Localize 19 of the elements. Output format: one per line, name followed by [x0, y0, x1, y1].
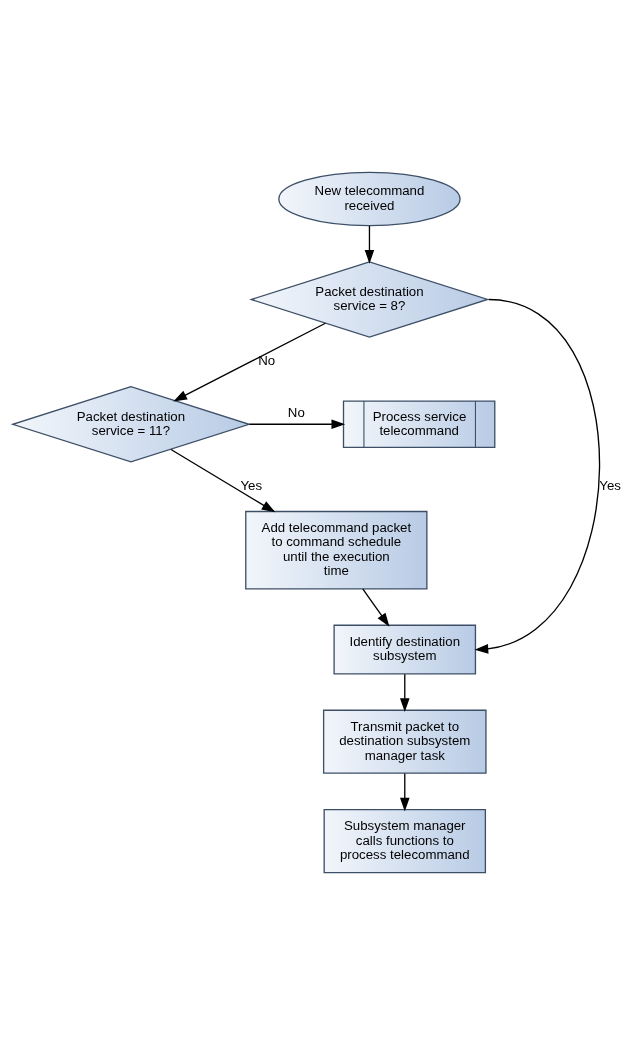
arrow	[364, 224, 375, 264]
edge-label: Yes	[599, 477, 621, 493]
edge-label: Yes	[240, 477, 263, 493]
node-ellipse: New telecommand received	[278, 171, 461, 226]
node-box: Add telecommand packet to command schedule until the execution time	[245, 510, 428, 589]
arrow	[400, 673, 410, 712]
arrow	[173, 322, 327, 401]
node-box: Transmit packet to destination subsystem manager task	[322, 709, 487, 774]
arrow	[170, 448, 276, 512]
node-box: Subsystem manager calls functions to process telecommand	[323, 808, 487, 873]
arrow	[474, 298, 601, 654]
node-box: Identify destination subsystem	[333, 624, 477, 674]
node-diamond: Packet destination service = 11?	[10, 385, 252, 462]
arrow	[400, 772, 410, 811]
edge-label: No	[258, 352, 276, 368]
arrow	[248, 418, 346, 429]
edge-label: No	[287, 404, 305, 420]
arrow	[362, 587, 390, 627]
node-diamond: Packet destination service = 8?	[249, 260, 490, 338]
